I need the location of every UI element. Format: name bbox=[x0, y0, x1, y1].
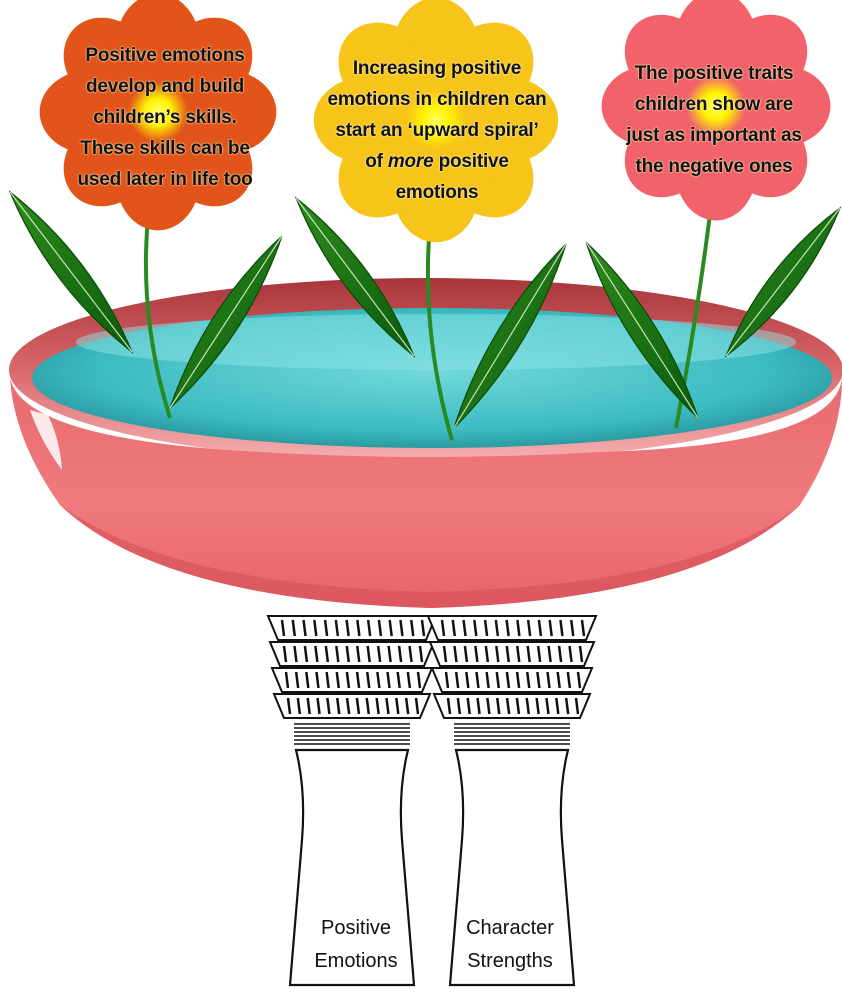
flower-1-line-5: used later in life too bbox=[60, 164, 270, 195]
flower-3-line-3: just as important as bbox=[594, 120, 834, 151]
flower-1-line-3: children’s skills. bbox=[60, 102, 270, 133]
flower-3-line-1: The positive traits bbox=[594, 58, 834, 89]
pillar-1-label: Positive Emotions bbox=[296, 912, 416, 978]
flower-3-line-4: the negative ones bbox=[594, 151, 834, 182]
pillar-1-label-line-2: Emotions bbox=[296, 945, 416, 978]
flower-2-line-4b: positive bbox=[434, 151, 509, 172]
flower-2-line-1: Increasing positive bbox=[312, 53, 562, 84]
flower-2-line-5: emotions bbox=[312, 177, 562, 208]
pillar-2-label: Character Strengths bbox=[450, 912, 570, 978]
flower-1-text: Positive emotions develop and build chil… bbox=[60, 40, 270, 195]
pillar-1-label-line-1: Positive bbox=[296, 912, 416, 945]
flower-2-text: Increasing positive emotions in children… bbox=[312, 53, 562, 208]
pillar-2-label-line-2: Strengths bbox=[450, 945, 570, 978]
flower-2-line-4: of more positive bbox=[312, 146, 562, 177]
bowl bbox=[9, 278, 842, 462]
flower-3-text: The positive traits children show are ju… bbox=[594, 58, 834, 182]
flower-2-line-2: emotions in children can bbox=[312, 84, 562, 115]
flower-1-line-1: Positive emotions bbox=[60, 40, 270, 71]
flower-1-line-4: These skills can be bbox=[60, 133, 270, 164]
flower-2-emphasis: more bbox=[388, 151, 434, 172]
pillar-2-label-line-1: Character bbox=[450, 912, 570, 945]
flower-3-line-2: children show are bbox=[594, 89, 834, 120]
flower-2-line-3: start an ‘upward spiral’ bbox=[312, 115, 562, 146]
flower-2-line-4a: of bbox=[365, 151, 388, 172]
flower-1-line-2: develop and build bbox=[60, 71, 270, 102]
